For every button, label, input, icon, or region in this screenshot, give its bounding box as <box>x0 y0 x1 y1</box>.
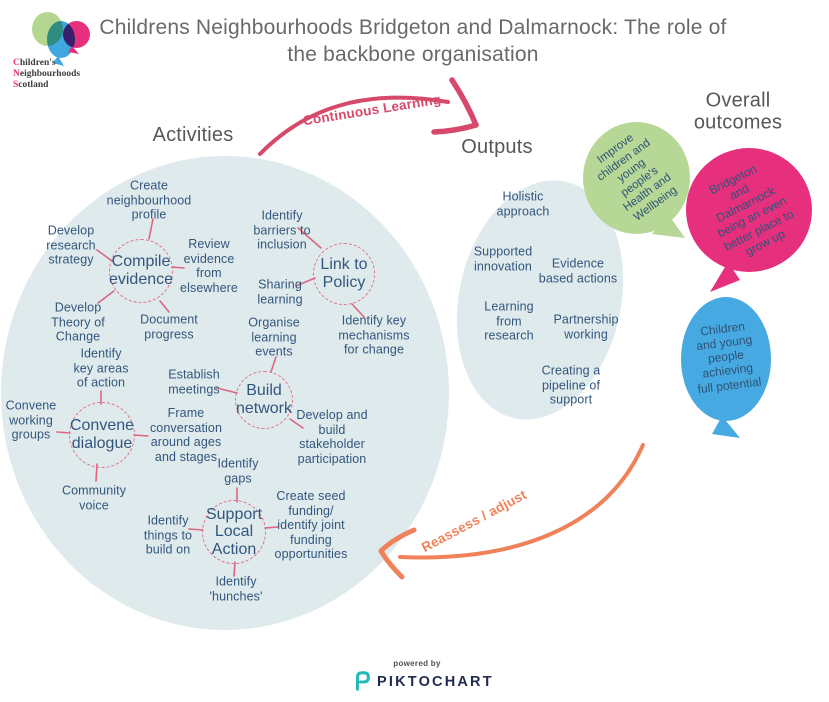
overall-outcomes-heading: Overall outcomes <box>693 89 783 134</box>
output-pipeline-of-support: Creating a pipeline of support <box>541 363 601 407</box>
piktochart-wordmark: PIKTOCHART <box>377 674 494 690</box>
hub-convene-dialogue: Convene dialogue <box>69 402 135 468</box>
node-document-progress: Document progress <box>140 312 198 342</box>
logo-line-3: Scotland <box>13 79 49 90</box>
node-organise-learning-events: Organise learning events <box>248 315 300 359</box>
node-establish-meetings: Establish meetings <box>168 367 220 397</box>
node-identify-barriers-inclusion: Identify barriers to inclusion <box>253 208 311 252</box>
hub-link-to-policy-label: Link to Policy <box>320 256 368 291</box>
pink-balloon <box>686 148 812 272</box>
hub-build-network: Build network <box>235 371 293 429</box>
node-create-neighbourhood-profile: Create neighbourhood profile <box>106 178 192 222</box>
node-develop-research-strategy: Develop research strategy <box>46 223 96 267</box>
node-develop-theory-of-change: Develop Theory of Change <box>51 300 105 344</box>
node-review-evidence-elsewhere: Review evidence from elsewhere <box>180 237 238 295</box>
logo-balloon-pink <box>63 21 90 48</box>
node-identify-key-areas: Identify key areas of action <box>73 346 129 390</box>
node-convene-working-groups: Convene working groups <box>5 398 57 442</box>
output-learning-from-research: Learning from research <box>484 299 534 343</box>
reassess-adjust-label: Reassess / adjust <box>418 486 530 556</box>
output-evidence-based-actions: Evidence based actions <box>538 256 618 286</box>
powered-by-label: powered by <box>393 659 441 668</box>
output-supported-innovation: Supported innovation <box>473 244 533 274</box>
output-partnership-working: Partnership working <box>553 312 619 342</box>
logo-line-2: Neighbourhoods <box>13 68 81 79</box>
blue-balloon <box>681 297 771 421</box>
node-develop-stakeholder-participation: Develop and build stakeholder participat… <box>296 408 368 466</box>
hub-compile-evidence-label: Compile evidence <box>108 253 174 288</box>
hub-support-local-action-label: Support Local Action <box>205 505 263 558</box>
piktochart-icon <box>355 671 370 691</box>
pink-balloon-label: Bridgeton and Dalmarnock being an even b… <box>706 161 796 259</box>
activities-heading: Activities <box>152 123 234 146</box>
node-identify-hunches: Identify 'hunches' <box>209 574 263 604</box>
hub-compile-evidence: Compile evidence <box>109 239 173 303</box>
node-identify-key-mechanisms: Identify key mechanisms for change <box>338 313 410 357</box>
node-identify-gaps: Identify gaps <box>217 456 259 486</box>
node-create-seed-funding: Create seed funding/ identify joint fund… <box>274 488 348 561</box>
output-holistic-approach: Holistic approach <box>496 189 550 219</box>
blue-balloon-label: Children and young people achieving full… <box>695 319 763 396</box>
continuous-learning-label: Continuous Learning <box>301 91 443 129</box>
node-sharing-learning: Sharing learning <box>257 277 303 307</box>
page-title: Childrens Neighbourhoods Bridgeton and D… <box>99 16 727 67</box>
outputs-heading: Outputs <box>461 135 533 158</box>
cns-logo-wordmark: Children's Neighbourhoods Scotland <box>13 58 80 90</box>
logo-line-1: Children's <box>13 58 56 68</box>
hub-build-network-label: Build network <box>235 382 293 417</box>
node-frame-conversation: Frame conversation around ages and stage… <box>149 406 223 464</box>
hub-support-local-action: Support Local Action <box>202 500 266 564</box>
node-community-voice: Community voice <box>61 483 127 513</box>
node-identify-things-build-on: Identify things to build on <box>143 513 193 557</box>
hub-link-to-policy: Link to Policy <box>313 243 375 305</box>
hub-convene-dialogue-label: Convene dialogue <box>69 417 135 452</box>
